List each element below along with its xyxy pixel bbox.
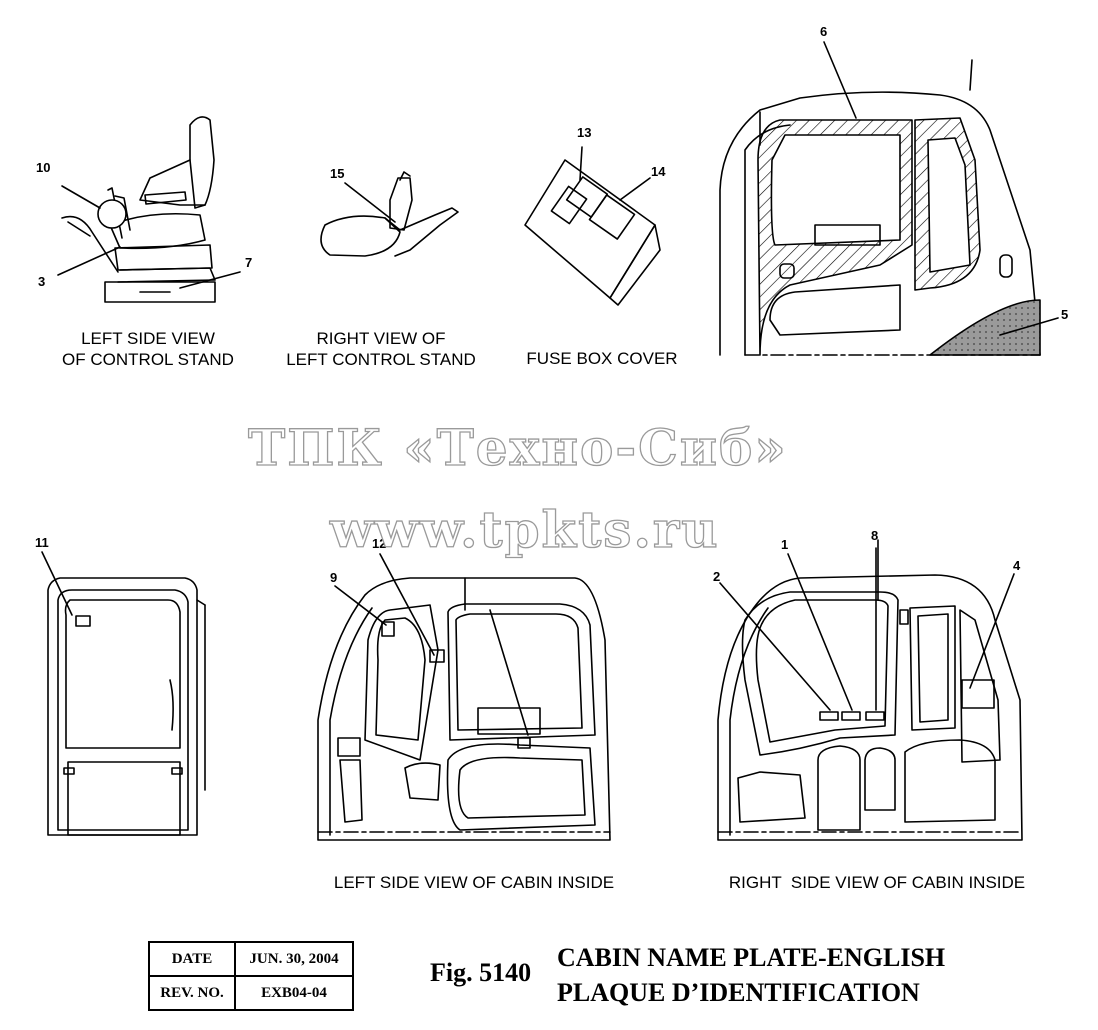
leader-1 <box>787 553 853 711</box>
leader-4 <box>969 573 1015 689</box>
callout-2: 2 <box>713 569 721 584</box>
leader-15 <box>344 182 396 223</box>
callout-6: 6 <box>820 24 828 39</box>
cabin-exterior-drawing <box>719 59 1041 356</box>
watermark-company: ТПК «Техно-Сиб» <box>247 417 788 477</box>
callout-12: 12 <box>372 536 387 551</box>
caption-fuse-box-cover: FUSE BOX COVER <box>526 349 678 368</box>
caption-right-view-left-stand: RIGHT VIEW OF LEFT CONTROL STAND <box>286 329 476 369</box>
figure-title-fr: PLAQUE D’IDENTIFICATION <box>557 978 920 1007</box>
callout-5: 5 <box>1061 307 1069 322</box>
figure-title-en: CABIN NAME PLATE-ENGLISH <box>557 943 946 972</box>
cabin-rear-view-drawing <box>47 577 206 836</box>
callout-8: 8 <box>871 528 879 543</box>
leader-2 <box>719 582 831 711</box>
revision-table: DATE JUN. 30, 2004 REV. NO. EXB04-04 <box>148 941 354 1011</box>
leader-11 <box>41 551 73 616</box>
callout-10: 10 <box>36 160 51 175</box>
caption-left-cabin-inside: LEFT SIDE VIEW OF CABIN INSIDE <box>333 873 615 892</box>
callout-14: 14 <box>651 164 666 179</box>
leader-9 <box>334 585 387 626</box>
fuse-box-drawing <box>524 159 661 306</box>
leader-7 <box>179 271 241 289</box>
callout-11: 11 <box>35 535 49 550</box>
callout-3: 3 <box>38 274 46 289</box>
rev-value: EXB04-04 <box>234 975 354 1011</box>
rev-label: REV. NO. <box>148 975 236 1011</box>
figure-number: Fig. 5140 <box>430 958 532 987</box>
leader-13 <box>579 146 583 181</box>
seat-control-stand-drawing <box>61 116 216 303</box>
callout-7: 7 <box>245 255 253 270</box>
leader-12 <box>379 553 435 656</box>
leader-3 <box>57 246 121 276</box>
watermark-url: www.tpkts.ru <box>329 499 720 559</box>
leader-5 <box>999 317 1059 336</box>
callout-13: 13 <box>577 125 592 140</box>
callout-1: 1 <box>781 537 789 552</box>
callout-4: 4 <box>1013 558 1021 573</box>
label-10-marker <box>97 199 127 229</box>
callout-15: 15 <box>330 166 345 181</box>
left-control-stand-drawing <box>320 171 459 257</box>
leader-6 <box>823 41 857 119</box>
leader-14 <box>619 177 651 201</box>
callout-9: 9 <box>330 570 338 585</box>
caption-left-side-view: LEFT SIDE VIEW OF CONTROL STAND <box>62 329 234 369</box>
cabin-left-inside-drawing <box>317 577 611 841</box>
leader-10 <box>61 185 101 209</box>
caption-right-cabin-inside: RIGHT SIDE VIEW OF CABIN INSIDE <box>728 873 1026 892</box>
date-label: DATE <box>148 941 236 977</box>
cabin-right-inside-drawing <box>717 539 1023 841</box>
date-value: JUN. 30, 2004 <box>234 941 354 977</box>
